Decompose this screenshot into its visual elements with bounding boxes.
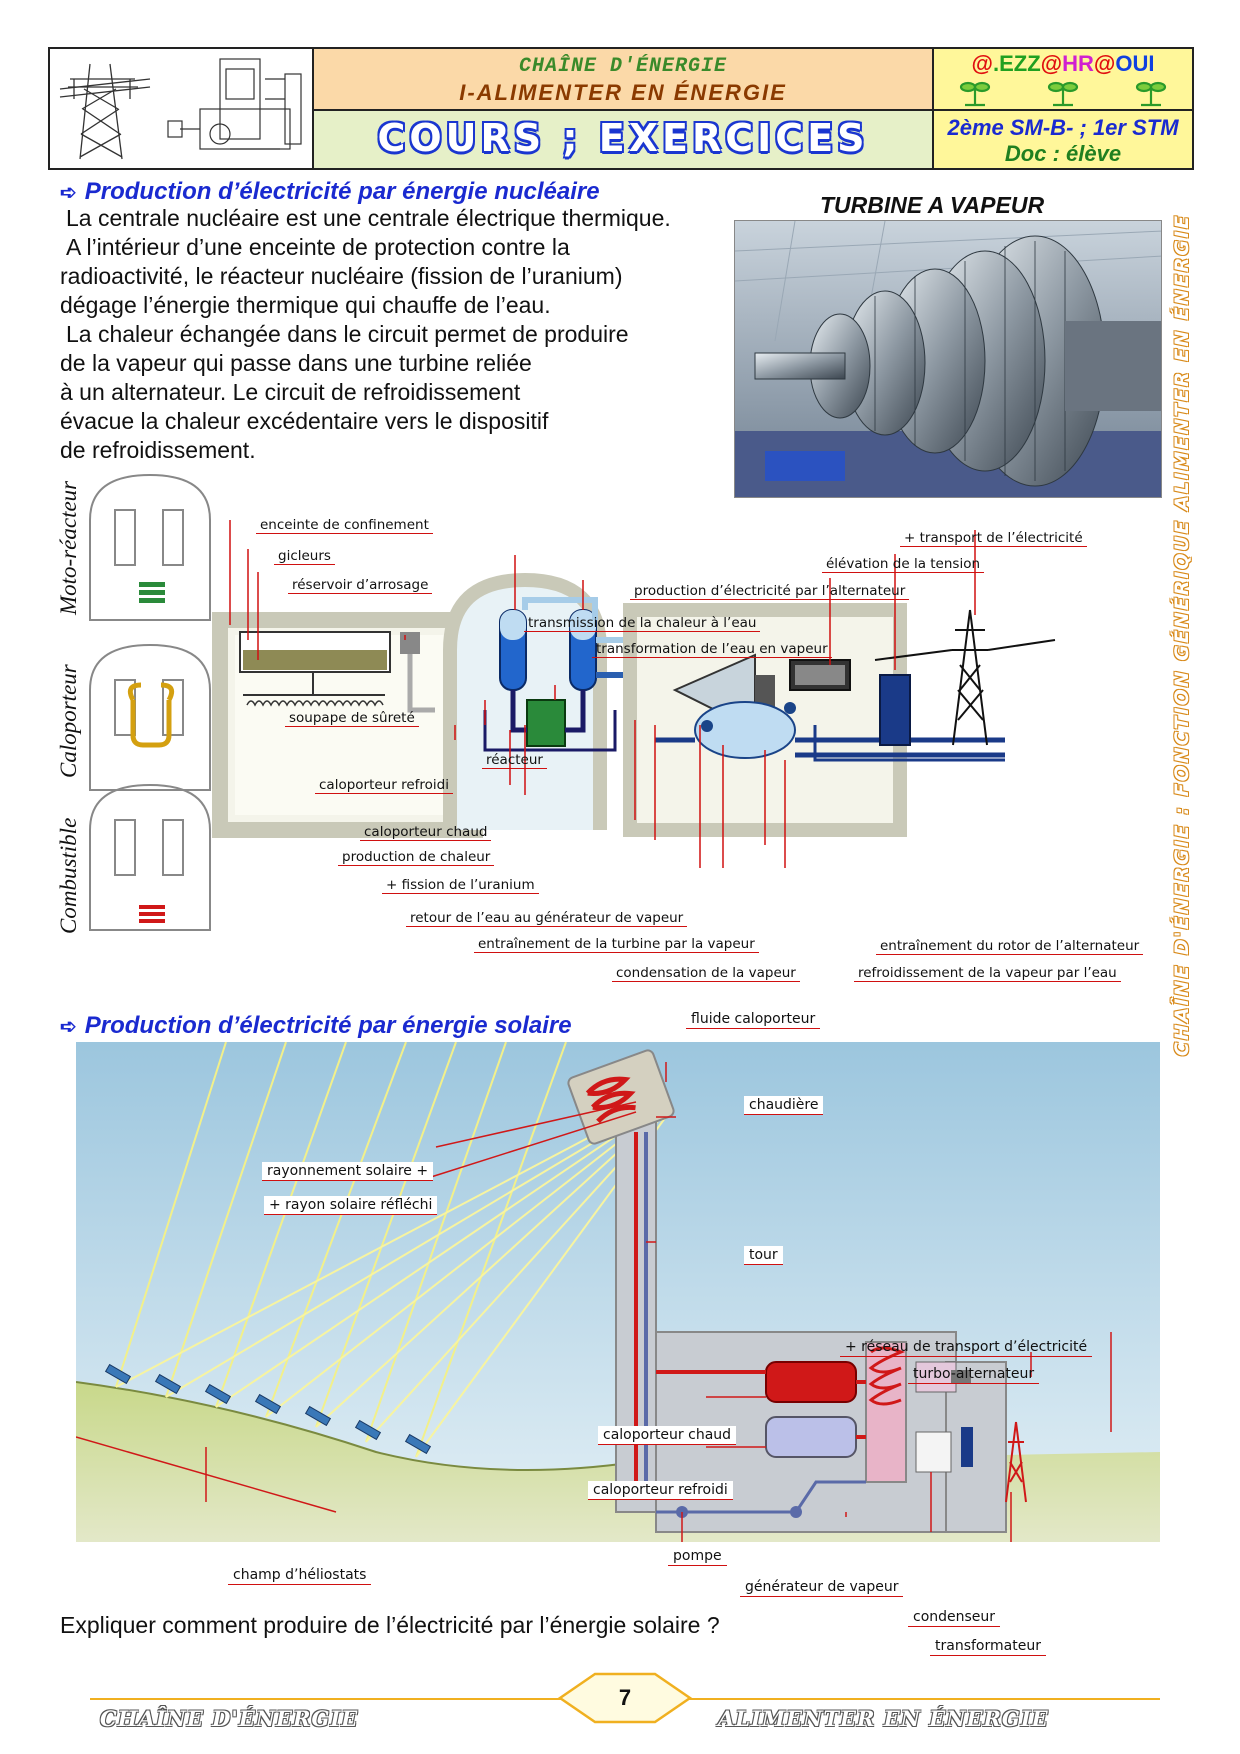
footer-left-title: CHAÎNE D'ÉNERGIE [100,1706,359,1731]
brand-name: @.EZZ@HR@OUI [971,51,1155,76]
label-caloporteur-refroidi: caloporteur refroidi [588,1481,733,1500]
label-caloporteur-chaud: caloporteur chaud [598,1426,737,1445]
label-fission-uranium: + fission de l’uranium [382,877,539,894]
label-production-chaleur: production de chaleur [338,849,495,866]
label-elevation-tension: élévation de la tension [822,556,985,573]
arrow-icon: ➪ [60,182,77,204]
doc-type: Doc : élève [1004,141,1122,166]
course-banner: COURS ; EXERCICES [377,116,869,160]
label-caloporteur-chaud: caloporteur chaud [360,824,492,841]
turbine-caption: TURBINE A VAPEUR [820,192,1045,218]
nuclear-plant-diagram [89,473,1056,931]
header-title-cell: CHAÎNE D'ÉNERGIE I-ALIMENTER EN ÉNERGIE [314,49,934,111]
nuclear-section-title: ➪Production d’électricité par énergie nu… [60,178,600,205]
steam-turbine-photo [734,220,1162,498]
header-brand-cell: @.EZZ@HR@OUI [934,49,1192,111]
chain-title: CHAÎNE D'ÉNERGIE [518,55,728,78]
header-level-cell: 2ème SM-B- ; 1er STM Doc : élève [934,111,1192,168]
label-transport-electricite: + transport de l’électricité [900,530,1087,547]
label-generateur-vapeur: générateur de vapeur [740,1578,904,1597]
label-reservoir-arrosage: réservoir d’arrosage [288,577,433,594]
label-reseau-transport: + réseau de transport d’électricité [840,1338,1093,1357]
page-number-box: 7 [540,1672,710,1724]
label-entrainement-turbine: entraînement de la turbine par la vapeur [474,936,759,953]
label-entrainement-rotor: entraînement du rotor de l’alternateur [876,938,1144,955]
label-fluide-caloporteur: fluide caloporteur [686,1010,821,1029]
label-pompe: pompe [668,1547,727,1566]
label-transformation-vapeur: transformation de l’eau en vapeur [592,641,832,658]
solar-plant-diagram [76,1042,1160,1542]
label-enceinte-confinement: enceinte de confinement [256,517,433,534]
subtitle: I-ALIMENTER EN ÉNERGIE [459,80,787,105]
label-reacteur: réacteur [482,752,547,769]
label-champ-heliostats: champ d’héliostats [228,1566,372,1585]
label-transmission-chaleur: transmission de la chaleur à l’eau [524,615,761,632]
solar-section-title: ➪Production d’électricité par énergie so… [60,1012,572,1039]
label-tour: tour [744,1246,783,1265]
label-rayon-solaire-reflechi: + rayon solaire réfléchi [264,1196,438,1215]
label-transformateur: transformateur [930,1637,1046,1656]
header-banner-cell: COURS ; EXERCICES [314,111,934,168]
label-condenseur: condenseur [908,1608,1001,1627]
label-rayonnement-solaire: rayonnement solaire + [262,1162,434,1181]
label-chaudiere: chaudière [744,1096,824,1115]
header-logo-drawing [50,49,314,168]
label-gicleurs: gicleurs [274,548,335,565]
header: CHAÎNE D'ÉNERGIE I-ALIMENTER EN ÉNERGIE … [48,47,1194,170]
exercise-question: Expliquer comment produire de l’électric… [60,1612,720,1638]
arrow-icon: ➪ [60,1016,77,1038]
footer-right-title: ALIMENTER EN ÉNERGIE [718,1706,1049,1731]
page-number: 7 [618,1685,632,1710]
label-refroidissement-vapeur: refroidissement de la vapeur par l’eau [854,965,1121,982]
label-caloporteur-refroidi: caloporteur refroidi [315,777,453,794]
label-condensation-vapeur: condensation de la vapeur [612,965,800,982]
label-production-alternateur: production d’électricité par l’alternate… [630,583,910,600]
sprout-icons [959,81,1167,107]
label-soupape-surete: soupape de sûreté [285,710,419,727]
class-level: 2ème SM-B- ; 1er STM [947,115,1179,140]
nuclear-paragraph: La centrale nucléaire est une centrale é… [60,205,671,463]
label-turbo-alternateur: turbo-alternateur [908,1365,1040,1384]
label-retour-eau: retour de l’eau au générateur de vapeur [406,910,688,927]
